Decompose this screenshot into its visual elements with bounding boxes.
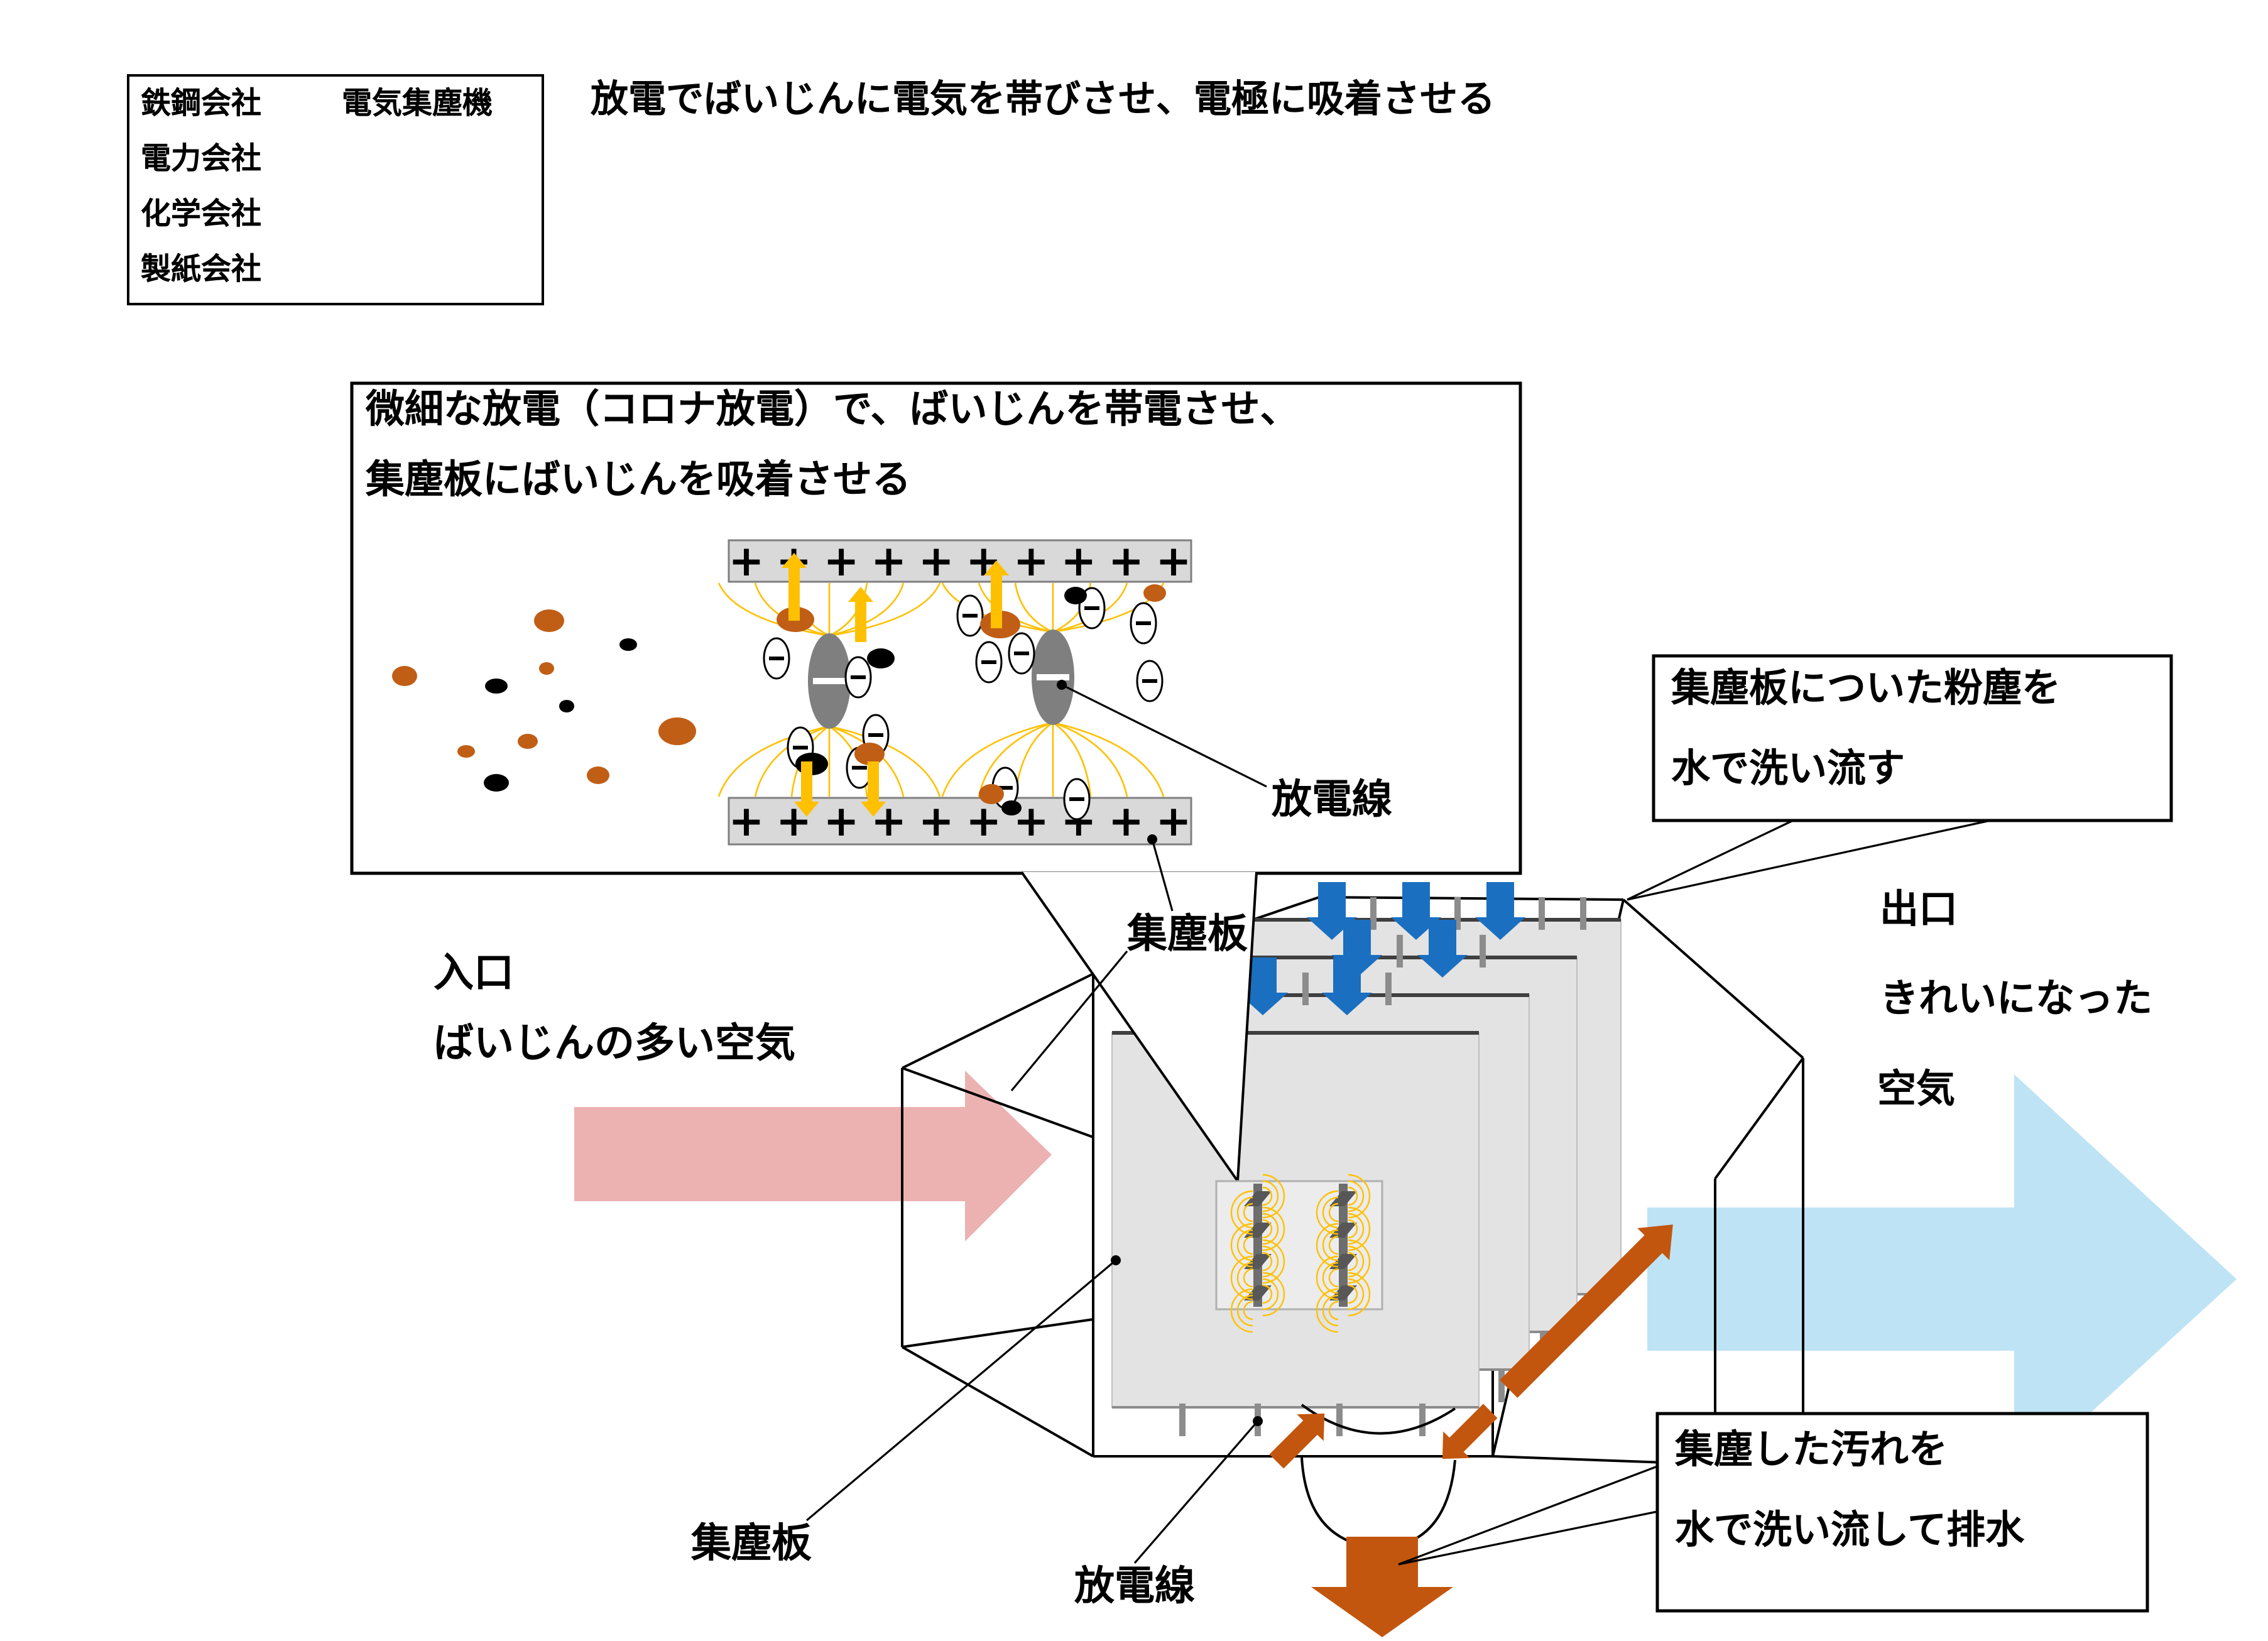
svg-text:+: +: [966, 797, 1001, 846]
dust-particle-orange: [587, 766, 609, 784]
inset-caption-line1: 微細な放電（コロナ放電）で、ばいじんを帯電させ、: [366, 387, 1299, 431]
device-collecting-plate-label: 集塵板: [691, 1520, 812, 1566]
outlet-desc2: 空気: [1877, 1067, 1955, 1111]
dust-particle-black: [485, 679, 508, 694]
dust-particles: [392, 584, 1166, 815]
svg-text:+: +: [1156, 797, 1192, 846]
device-discharge-wire-label: 放電線: [1074, 1563, 1196, 1608]
outlet-flow-arrow: [1647, 1074, 2237, 1483]
outlet-title: 出口: [1880, 887, 1958, 931]
outlet-desc1: きれいになった: [1880, 976, 2152, 1020]
svg-text:+: +: [824, 537, 859, 586]
page-title: 放電でばいじんに電気を帯びさせ、電極に吸着させる: [591, 79, 1495, 121]
leader-dot: [1147, 834, 1157, 844]
dust-particle-orange: [854, 743, 885, 765]
svg-text:+: +: [824, 797, 859, 846]
drain-callout-line1: 集塵した汚れを: [1675, 1427, 1948, 1471]
dust-particle-orange: [539, 662, 554, 675]
dust-particle-orange: [658, 717, 696, 745]
dust-particle-black: [484, 774, 509, 792]
svg-text:+: +: [1013, 537, 1049, 586]
dust-particle-orange: [457, 745, 475, 758]
svg-text:+: +: [919, 797, 954, 846]
inset-discharge-wire-label: 放電線: [1272, 777, 1393, 822]
front-plate-highlight: [1215, 1174, 1383, 1333]
company-item: 鉄鋼会社: [141, 87, 261, 121]
dust-particle-black: [1064, 587, 1087, 604]
company-item: 電力会社: [141, 142, 261, 176]
dust-particle-orange: [534, 609, 564, 632]
inlet-title: 入口: [433, 950, 515, 995]
inset-caption-line2: 集塵板にばいじんを吸着させる: [366, 457, 911, 501]
leader-dot: [1253, 1416, 1263, 1426]
svg-text:+: +: [1156, 537, 1192, 586]
drain-arrows: [1269, 1224, 1673, 1637]
dust-particle-black: [867, 648, 895, 668]
dust-particle-orange: [392, 666, 417, 686]
dust-particle-orange: [979, 784, 1004, 804]
inlet-flow-arrow: [574, 1071, 1052, 1241]
svg-text:+: +: [1108, 537, 1144, 586]
dust-particle-orange: [518, 734, 538, 749]
wash-callout-line2: 水で洗い流す: [1671, 746, 1905, 790]
svg-text:+: +: [729, 797, 765, 846]
device-type-label: 電気集塵機: [342, 87, 493, 121]
dust-particle-black: [619, 638, 637, 651]
inset-collecting-plate-label: 集塵板: [1127, 911, 1248, 956]
svg-text:+: +: [871, 537, 907, 586]
drain-funnel: [1300, 1404, 1456, 1550]
dust-particle-orange: [1143, 584, 1166, 602]
inset-pointer-wedge: [1020, 871, 1258, 1182]
flow-arrows: [574, 1071, 2237, 1483]
water-wash-arrows: [1238, 882, 1525, 1015]
svg-text:+: +: [1060, 537, 1096, 586]
inset-top-plate: [728, 539, 1192, 583]
inlet-desc: ばいじんの多い空気: [433, 1020, 796, 1066]
dust-particle-black: [1001, 800, 1022, 815]
company-item: 化学会社: [141, 197, 261, 231]
company-item: 製紙会社: [141, 253, 261, 286]
discharge-wire-zigzag: [1339, 1184, 1348, 1307]
attraction-arrows: [782, 553, 1009, 817]
inset-graphics: ++++++++++++++++++++: [728, 537, 1192, 846]
svg-text:+: +: [1108, 797, 1144, 846]
inset-discharge-wires: [808, 630, 1074, 729]
wash-callout-line1: 集塵板についた粉塵を: [1671, 666, 2061, 710]
drain-callout-line2: 水で洗い流して排水: [1675, 1508, 2025, 1552]
leader-dot: [1111, 1255, 1121, 1265]
svg-text:+: +: [729, 537, 765, 586]
leader-lines: [805, 680, 1991, 1566]
svg-text:+: +: [919, 537, 954, 586]
discharge-wire-zigzag: [1253, 1184, 1262, 1307]
dust-particle-black: [559, 700, 574, 712]
leader-dot: [1057, 680, 1067, 690]
